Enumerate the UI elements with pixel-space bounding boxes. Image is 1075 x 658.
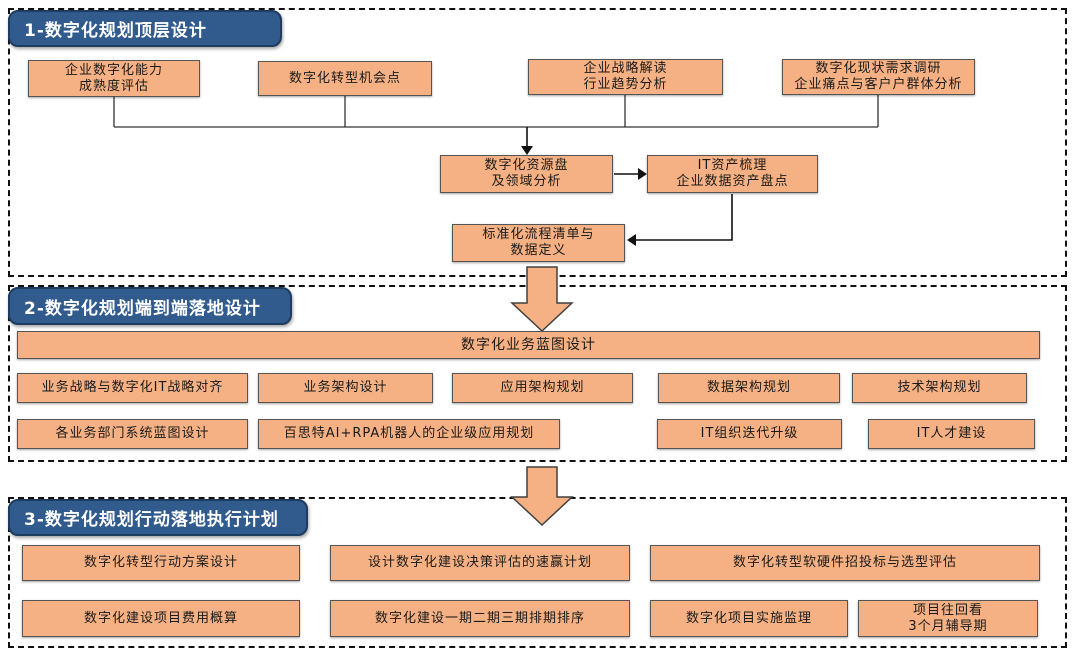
box-data-architecture: 数据架构规划 [658,373,840,403]
box-transformation-opportunities: 数字化转型机会点 [258,61,432,96]
box-application-architecture: 应用架构规划 [452,373,633,403]
section-2-title: 2-数字化规划端到端落地设计 [8,287,292,325]
box-status-research: 数字化现状需求调研 企业痛点与客户户群体分析 [782,59,975,95]
box-bidding-selection: 数字化转型软硬件招投标与选型评估 [650,545,1040,581]
box-phase-scheduling: 数字化建设一期二期三期排期排序 [330,600,630,637]
box-quick-win-plan: 设计数字化建设决策评估的速赢计划 [330,545,630,581]
box-ai-rpa-planning: 百思特AI+RPA机器人的企业级应用规划 [258,419,560,449]
box-action-plan-design: 数字化转型行动方案设计 [22,545,300,581]
box-it-asset-inventory: IT资产梳理 企业数据资产盘点 [647,155,818,193]
box-it-talent: IT人才建设 [868,419,1035,449]
box-implementation-supervision: 数字化项目实施监理 [650,600,848,637]
box-business-blueprint-bar: 数字化业务蓝图设计 [17,331,1040,359]
box-project-review-coaching: 项目往回看 3个月辅导期 [858,600,1038,637]
box-capability-maturity: 企业数字化能力 成熟度评估 [28,60,200,97]
box-department-blueprint: 各业务部门系统蓝图设计 [17,419,248,449]
box-standard-process-list: 标准化流程清单与 数据定义 [452,224,625,262]
box-project-cost-estimate: 数字化建设项目费用概算 [22,600,300,637]
section-3-title: 3-数字化规划行动落地执行计划 [8,499,308,536]
box-business-architecture: 业务架构设计 [258,373,433,403]
section-1-title: 1-数字化规划顶层设计 [8,10,282,47]
box-strategy-alignment: 业务战略与数字化IT战略对齐 [17,373,248,403]
box-digital-resource-analysis: 数字化资源盘 及领域分析 [440,155,613,193]
box-technical-architecture: 技术架构规划 [852,373,1027,403]
box-it-org-upgrade: IT组织迭代升级 [657,419,842,449]
box-strategy-interpretation: 企业战略解读 行业趋势分析 [528,59,723,95]
